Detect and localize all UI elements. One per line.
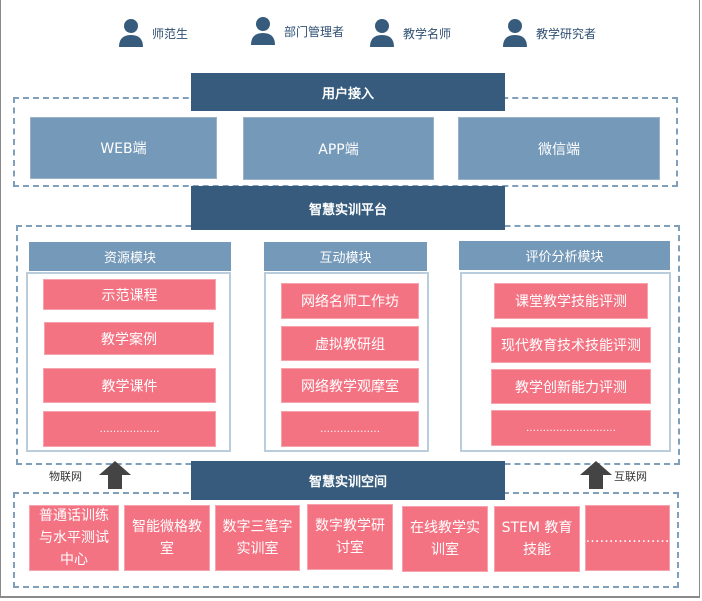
interaction-item: 虚拟教研组 (281, 326, 419, 361)
arrow-up-icon (99, 461, 131, 489)
arrow-up-icon (580, 461, 612, 489)
evaluation-item: 教学创新能力评测 (491, 369, 651, 404)
client-wechat: 微信端 (458, 117, 660, 180)
client-app: APP端 (243, 117, 434, 180)
iot-label: 物联网 (49, 470, 82, 483)
user-student-teacher: 师范生 (118, 18, 188, 48)
user-label: 师范生 (152, 26, 189, 41)
user-label: 教学名师 (403, 26, 452, 41)
space-item-more: ……………… (585, 505, 670, 571)
module-interaction-title: 互动模块 (264, 242, 427, 271)
user-teaching-researcher: 教学研究者 (502, 18, 596, 48)
user-label: 部门管理者 (284, 24, 345, 39)
space-item: 普通话训练与水平测试中心 (29, 505, 119, 571)
space-item: 数字三笔字实训室 (215, 505, 300, 571)
client-web: WEB端 (30, 117, 217, 179)
evaluation-item-more: ……………………… (491, 410, 651, 446)
space-item: 智能微格教室 (124, 505, 210, 571)
space-title: 智慧实训空间 (191, 461, 505, 500)
evaluation-item: 课堂教学技能评测 (494, 283, 648, 319)
platform-title: 智慧实训平台 (191, 186, 505, 230)
space-item: 数字教学研讨室 (307, 504, 393, 570)
user-famous-teacher: 教学名师 (369, 18, 451, 48)
resource-item: 示范课程 (43, 279, 216, 310)
resource-item-more: ……………… (43, 411, 216, 447)
user-icon (370, 19, 394, 47)
user-icon (119, 19, 143, 47)
user-icon (251, 17, 275, 45)
user-access-title: 用户接入 (191, 73, 505, 111)
interaction-item: 网络教学观摩室 (281, 368, 419, 403)
module-evaluation-title: 评价分析模块 (459, 241, 670, 270)
space-item: STEM 教育技能 (494, 506, 580, 572)
space-item: 在线教学实训室 (402, 506, 488, 572)
interaction-item: 网络名师工作坊 (281, 283, 419, 319)
interaction-item-more: ……………… (281, 411, 419, 447)
user-icon (503, 19, 527, 47)
user-label: 教学研究者 (536, 26, 597, 41)
resource-item: 教学案例 (44, 322, 214, 355)
module-resources-title: 资源模块 (29, 242, 231, 271)
resource-item: 教学课件 (43, 368, 216, 403)
internet-label: 互联网 (614, 470, 647, 483)
user-department-manager: 部门管理者 (250, 16, 344, 46)
evaluation-item: 现代教育技术技能评测 (491, 327, 651, 363)
